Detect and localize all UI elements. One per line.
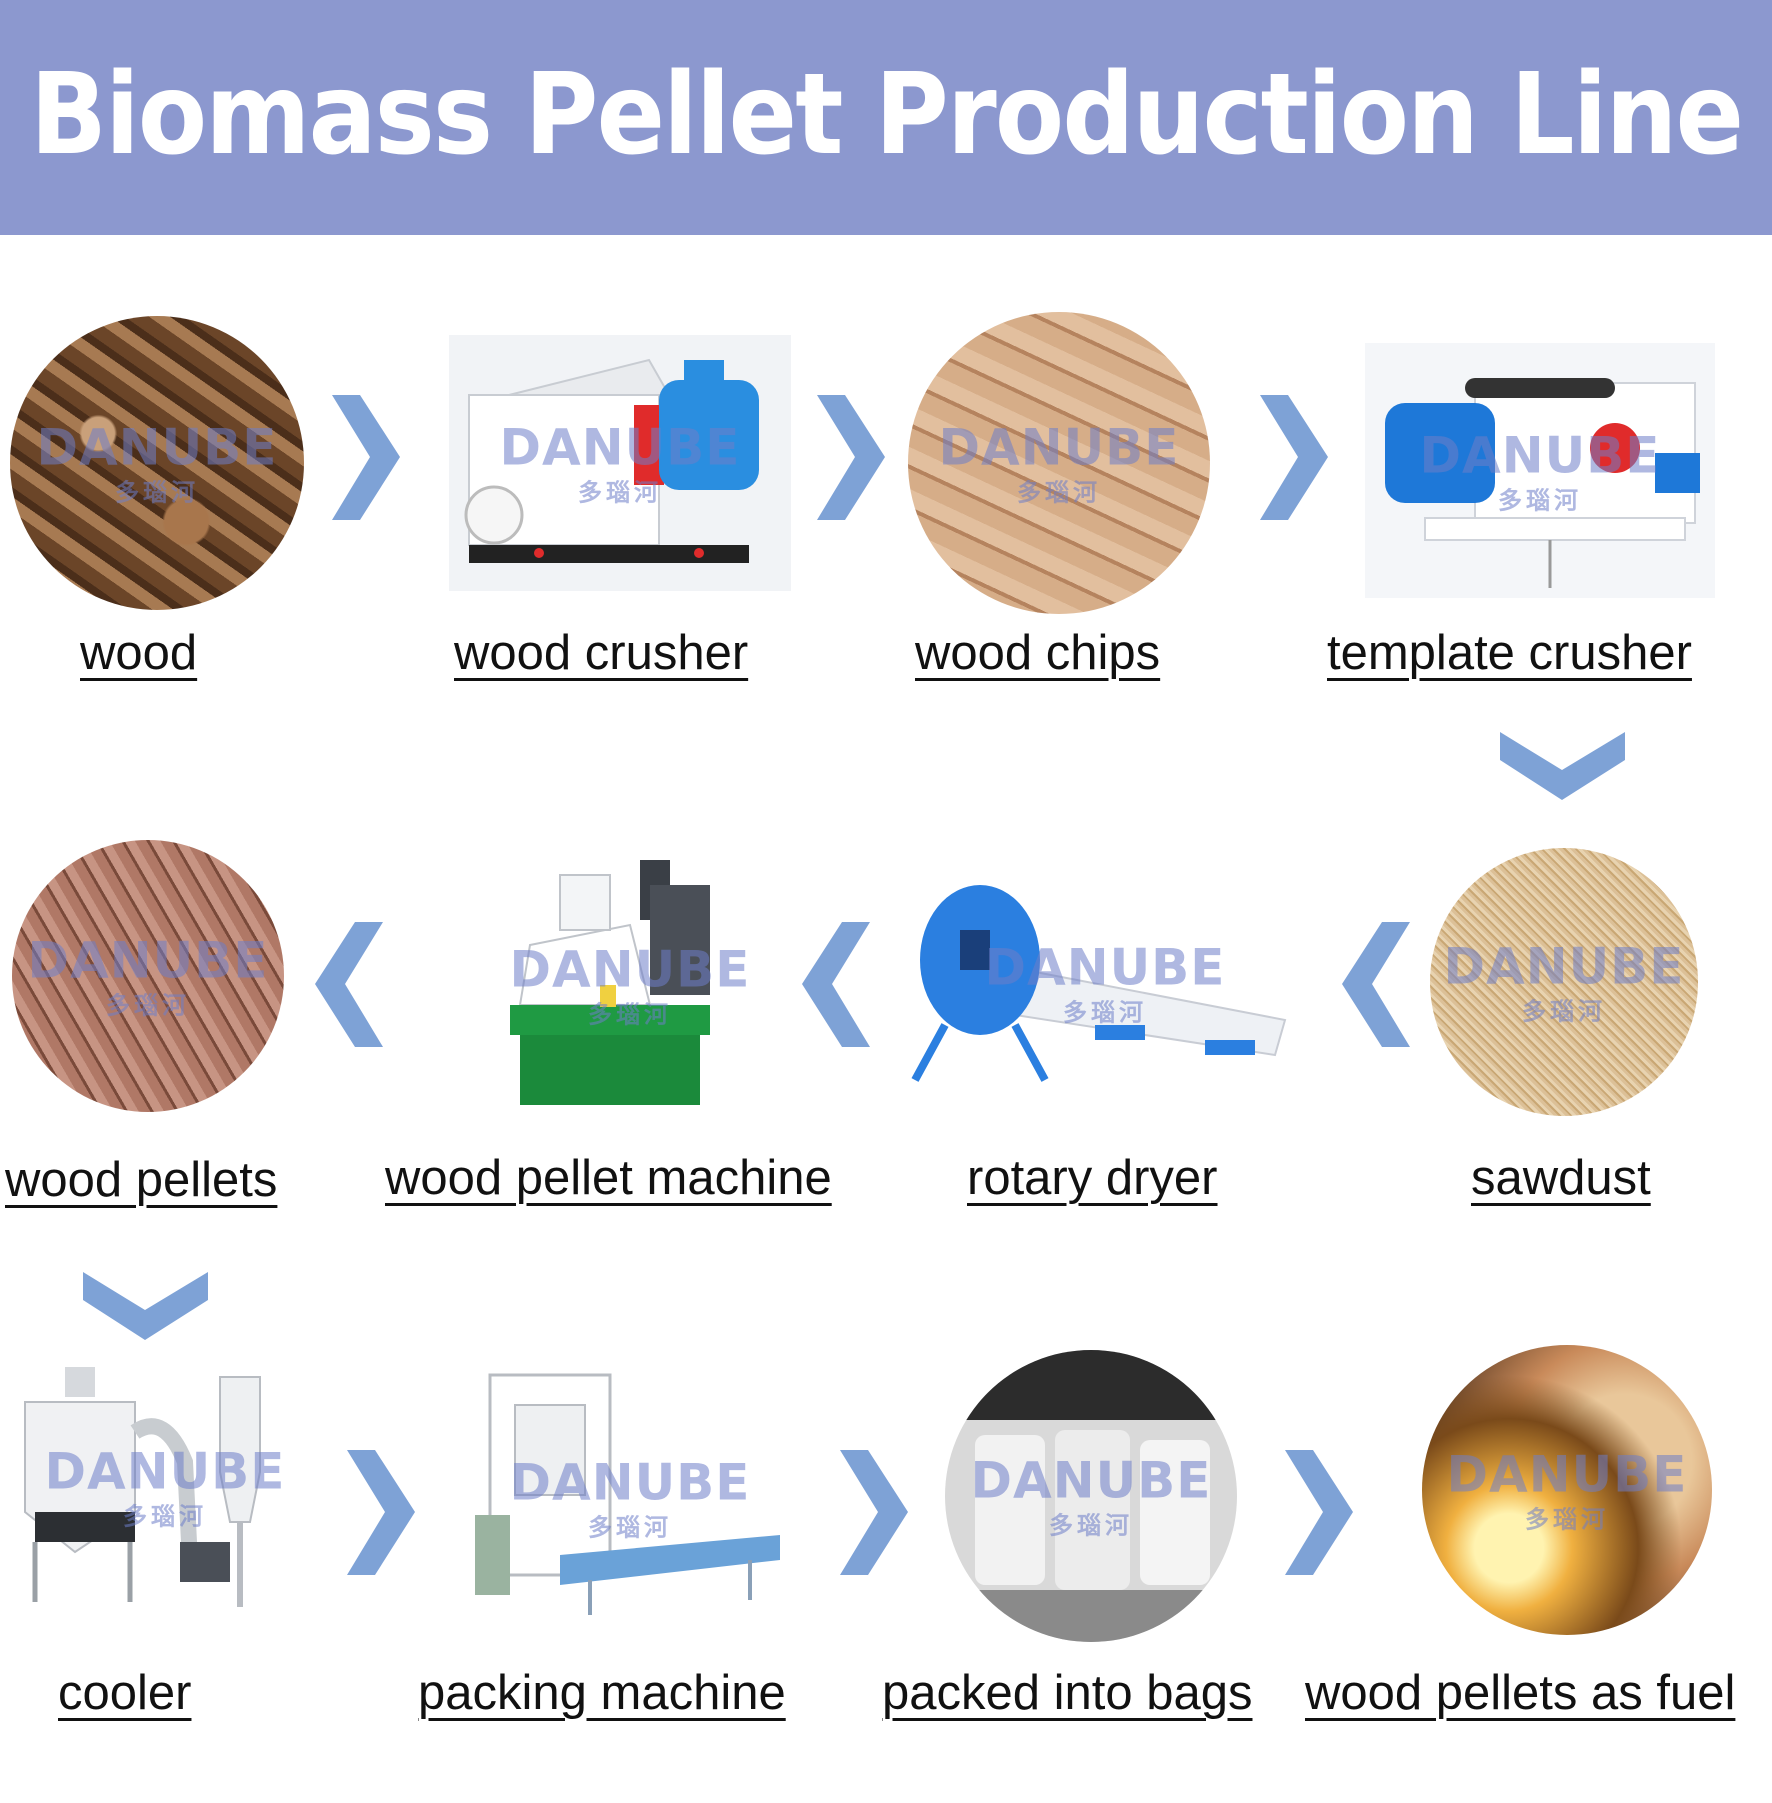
left-arrow-icon	[313, 922, 385, 1047]
right-arrow-icon	[815, 395, 887, 520]
label-wood-pellet-machine: wood pellet machine	[385, 1151, 832, 1205]
label-sawdust: sawdust	[1471, 1151, 1651, 1205]
right-arrow-icon	[1283, 1450, 1355, 1575]
label-packing-machine: packing machine	[418, 1666, 786, 1720]
label-cooler: cooler	[58, 1666, 192, 1720]
label-packed-into-bags: packed into bags	[882, 1666, 1253, 1720]
right-arrow-icon	[345, 1450, 417, 1575]
down-arrow-icon	[1500, 730, 1625, 802]
label-wood-chips: wood chips	[915, 626, 1161, 680]
page-title: Biomass Pellet Production Line	[29, 49, 1744, 180]
down-arrow-icon	[83, 1270, 208, 1342]
label-template-crusher: template crusher	[1327, 626, 1692, 680]
label-wood-pellets-as-fuel: wood pellets as fuel	[1305, 1666, 1736, 1720]
label-wood: wood	[80, 626, 198, 680]
right-arrow-icon	[330, 395, 402, 520]
right-arrow-icon	[838, 1450, 910, 1575]
title-banner: Biomass Pellet Production Line	[0, 0, 1772, 235]
label-wood-crusher: wood crusher	[454, 626, 749, 680]
left-arrow-icon	[1340, 922, 1412, 1047]
label-rotary-dryer: rotary dryer	[967, 1151, 1218, 1205]
left-arrow-icon	[800, 922, 872, 1047]
label-wood-pellets: wood pellets	[5, 1153, 278, 1207]
right-arrow-icon	[1258, 395, 1330, 520]
